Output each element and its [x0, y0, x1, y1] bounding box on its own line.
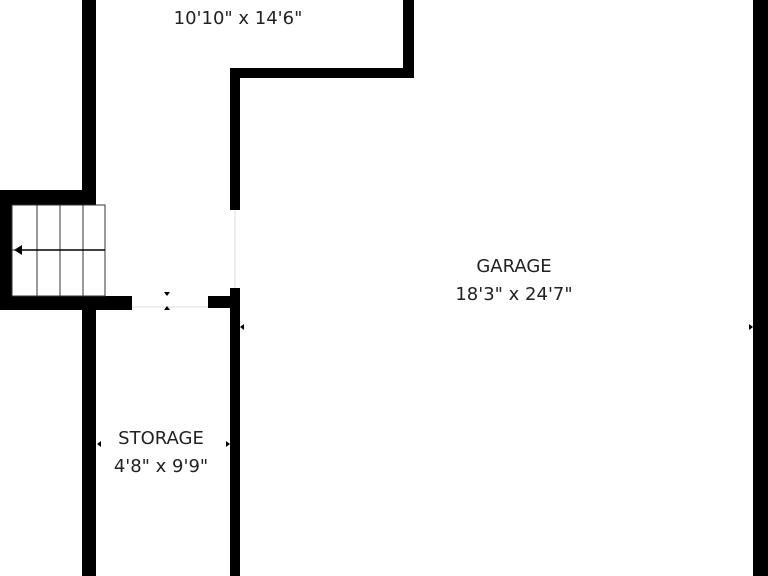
- wall-garage-left-upper: [230, 68, 240, 210]
- door-bottom-tick-icon: [164, 306, 170, 310]
- wall-right: [753, 0, 768, 576]
- wall-notch: [403, 0, 414, 78]
- storage-name: STORAGE: [118, 428, 204, 449]
- wall-stair-top: [0, 190, 96, 205]
- wall-garage-left-lower: [230, 288, 240, 576]
- garage-left-tick-icon: [240, 324, 244, 330]
- storage-left-tick-icon: [97, 441, 101, 447]
- storage-dimensions: 4'8" x 9'9": [114, 456, 208, 477]
- wall-left-lower: [82, 298, 96, 576]
- stair-arrow-icon: [14, 245, 22, 255]
- wall-garage-top: [230, 68, 414, 78]
- top-room-dimensions: 10'10" x 14'6": [174, 8, 303, 29]
- door-top-tick-icon: [164, 292, 170, 296]
- garage-name: GARAGE: [476, 256, 551, 277]
- storage-right-tick-icon: [226, 441, 230, 447]
- wall-stair-bottom: [0, 296, 132, 310]
- wall-stair-left: [0, 190, 12, 310]
- garage-right-tick-icon: [749, 324, 753, 330]
- wall-left-upper: [82, 0, 96, 205]
- stairs: [11, 204, 106, 297]
- garage-dimensions: 18'3" x 24'7": [455, 284, 572, 305]
